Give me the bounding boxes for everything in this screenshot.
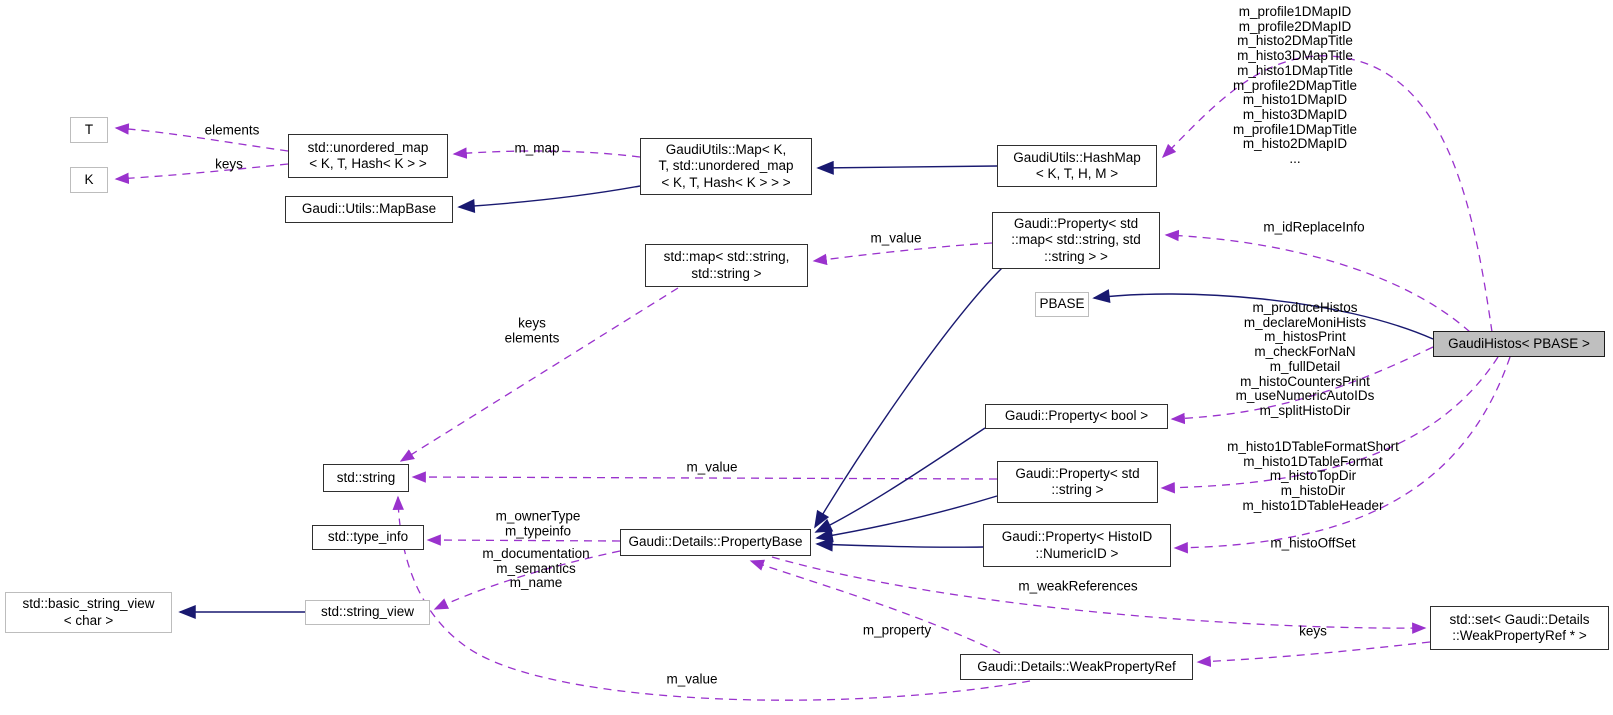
edge-label-m-weakreferences: m_weakReferences: [1018, 578, 1138, 594]
edge-label-map-id-block: m_profile1DMapID m_profile2DMapID m_hist…: [1232, 4, 1358, 167]
edge-gaudihistos-inherits-pbase: [1092, 289, 1434, 340]
node-std-string[interactable]: std::string: [323, 464, 409, 492]
node-string-view[interactable]: std::string_view: [305, 600, 430, 625]
node-gaudiutils-hashmap[interactable]: GaudiUtils::HashMap < K, T, H, M >: [997, 145, 1157, 187]
edge-propstring-inherits-propbase: [815, 495, 998, 543]
node-property-bool[interactable]: Gaudi::Property< bool >: [985, 404, 1168, 429]
node-property-base[interactable]: Gaudi::Details::PropertyBase: [620, 529, 811, 556]
edge-label-m-value-weak: m_value: [666, 671, 718, 687]
node-property-histoid[interactable]: Gaudi::Property< HistoID ::NumericID >: [983, 524, 1171, 567]
node-std-map[interactable]: std::map< std::string, std::string >: [645, 244, 808, 287]
edge-gaudihistos-mapids-hashmap: [1161, 55, 1493, 333]
edge-label-elements: elements: [204, 122, 260, 138]
edge-label-doc-semantics-name: m_documentation m_semantics m_name: [482, 545, 590, 591]
edge-weakref-mproperty-propbase: [749, 559, 1001, 654]
node-basic-string-view[interactable]: std::basic_string_view < char >: [5, 592, 172, 633]
edge-gaudimap-inherits-mapbase: [457, 185, 641, 213]
node-property-map[interactable]: Gaudi::Property< std ::map< std::string,…: [992, 212, 1160, 269]
edge-propbase-weakrefs-set: [771, 556, 1427, 634]
node-std-set-weakpropertyref[interactable]: std::set< Gaudi::Details ::WeakPropertyR…: [1430, 606, 1609, 650]
edge-label-ownertype-typeinfo: m_ownerType m_typeinfo: [495, 508, 581, 538]
edge-label-keys: keys: [215, 156, 243, 172]
node-gaudiutils-map[interactable]: GaudiUtils::Map< K, T, std::unordered_ma…: [640, 138, 812, 195]
edge-propbool-inherits-propbase: [814, 427, 986, 533]
edge-gaudihistos-mhistooffset-prophistoid: [1173, 356, 1511, 554]
edge-unorderedmap-keys-k: [114, 163, 289, 184]
edge-label-m-map: m_map: [514, 140, 560, 156]
node-t[interactable]: T: [70, 117, 108, 143]
edge-gaudihistos-bools-propbool: [1170, 346, 1434, 425]
node-property-string[interactable]: Gaudi::Property< std ::string >: [997, 461, 1158, 503]
edge-propmap-mvalue-stdmap: [812, 242, 993, 266]
edge-label-m-value-map: m_value: [870, 230, 922, 246]
edge-gaudihistos-strings-propstring: [1160, 356, 1499, 494]
node-pbase[interactable]: PBASE: [1035, 292, 1089, 317]
node-weak-property-ref[interactable]: Gaudi::Details::WeakPropertyRef: [960, 654, 1193, 680]
edge-unorderedmap-elements-t: [114, 123, 289, 152]
node-gaudi-utils-mapbase[interactable]: Gaudi::Utils::MapBase: [285, 196, 453, 223]
edge-propmap-inherits-propbase: [814, 267, 1003, 529]
edge-label-keys-elements: keys elements: [504, 315, 560, 345]
node-std-unordered-map[interactable]: std::unordered_map < K, T, Hash< K > >: [288, 134, 448, 178]
edge-propbase-typeinfo: [426, 534, 621, 546]
edge-propbase-names-stringview: [433, 550, 621, 610]
edge-label-m-property: m_property: [862, 622, 932, 638]
edge-label-m-histooffset: m_histoOffSet: [1270, 535, 1356, 551]
node-std-type-info[interactable]: std::type_info: [312, 525, 424, 550]
edge-stdmap-keyselements-string: [399, 287, 679, 462]
edge-label-string-block: m_histo1DTableFormatShort m_histo1DTable…: [1227, 439, 1399, 514]
edge-label-keys-set: keys: [1299, 623, 1327, 639]
node-k[interactable]: K: [70, 167, 108, 193]
edge-label-bool-block: m_produceHistos m_declareMoniHists m_his…: [1235, 300, 1375, 419]
edge-label-m-value-string: m_value: [686, 459, 738, 475]
node-gaudihistos[interactable]: GaudiHistos< PBASE >: [1433, 331, 1605, 357]
edge-hashmap-inherits-gaudimap: [816, 160, 998, 175]
edge-prophistoid-inherits-propbase: [815, 537, 984, 552]
edge-weakref-mvalue-string: [392, 495, 1031, 701]
edge-label-m-idreplaceinfo: m_idReplaceInfo: [1263, 219, 1365, 235]
edge-set-keys-weakref: [1196, 641, 1431, 668]
